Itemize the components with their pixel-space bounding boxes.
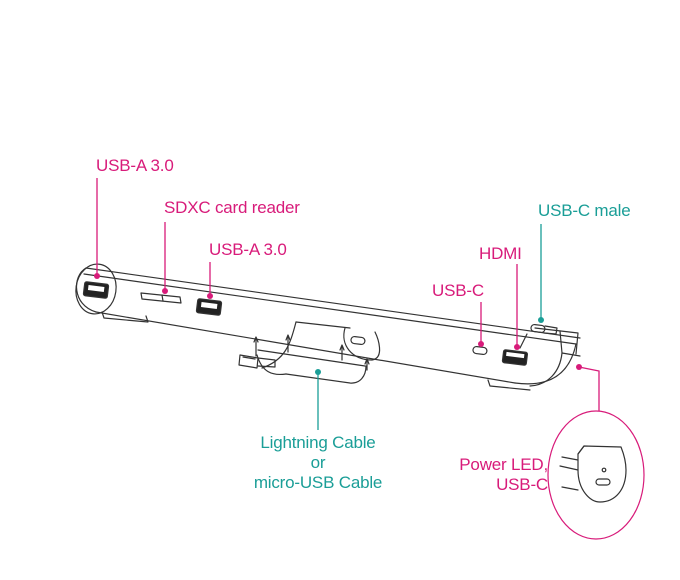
marker-cable (315, 369, 321, 375)
label-cable-line2: or (310, 453, 326, 472)
usb-c-male-connector (530, 323, 558, 335)
usb-a-port-mid (195, 298, 223, 316)
label-power: Power LED, USB-C (440, 455, 548, 495)
leader-power (578, 366, 600, 411)
marker-sdxc (162, 288, 168, 294)
marker-usb-a-mid (207, 293, 213, 299)
marker-usb-c (478, 341, 484, 347)
label-hdmi: HDMI (479, 244, 522, 263)
hdmi-port (501, 349, 529, 366)
cable-module (238, 321, 381, 384)
label-usb-a-mid: USB-A 3.0 (209, 240, 287, 259)
label-cable-line3: micro-USB Cable (253, 473, 383, 492)
label-cable: Lightning Cable or micro-USB Cable (248, 433, 388, 493)
sdxc-slot (140, 292, 182, 304)
usb-c-port (472, 345, 488, 356)
label-cable-line1: Lightning Cable (260, 433, 376, 452)
label-sdxc-card-reader: SDXC card reader (164, 198, 300, 217)
hub-body (75, 263, 581, 391)
marker-hdmi (514, 344, 520, 350)
marker-power (576, 364, 582, 370)
usb-a-port-left (82, 281, 110, 299)
detail-inset (547, 410, 645, 540)
label-usb-a-left: USB-A 3.0 (96, 156, 174, 175)
label-usb-c-male: USB-C male (538, 201, 631, 220)
marker-usb-c-male (538, 317, 544, 323)
marker-usb-a-left (94, 273, 100, 279)
label-power-line2: USB-C (496, 475, 548, 494)
label-usb-c: USB-C (432, 281, 484, 300)
label-power-line1: Power LED, (459, 455, 548, 474)
